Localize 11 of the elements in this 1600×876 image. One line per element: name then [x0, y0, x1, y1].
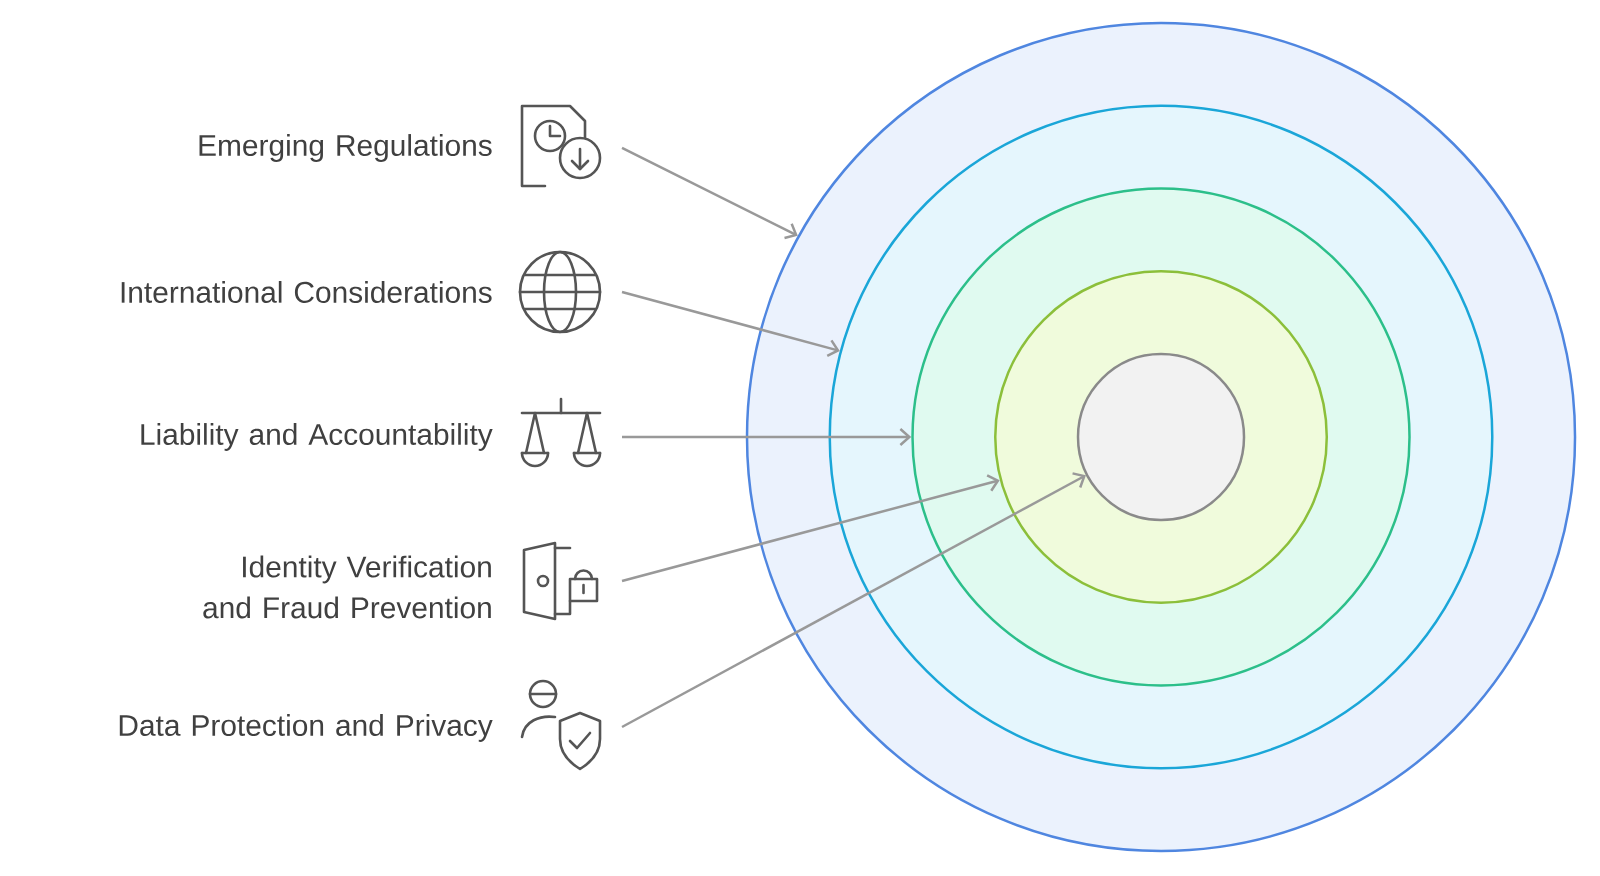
label: Data Protection and Privacy	[119, 714, 493, 742]
arrow	[621, 472, 1086, 729]
label: International Considerations	[121, 281, 492, 303]
label: Identity Verification and Fraud Prevention	[203, 555, 491, 619]
arrow	[621, 146, 798, 240]
label: Liability and Accountability	[141, 423, 493, 451]
label: Emerging Regulations	[199, 134, 492, 162]
arrow	[621, 290, 840, 357]
arrow	[621, 474, 1000, 583]
arrow	[622, 428, 912, 446]
ring	[1076, 352, 1246, 522]
